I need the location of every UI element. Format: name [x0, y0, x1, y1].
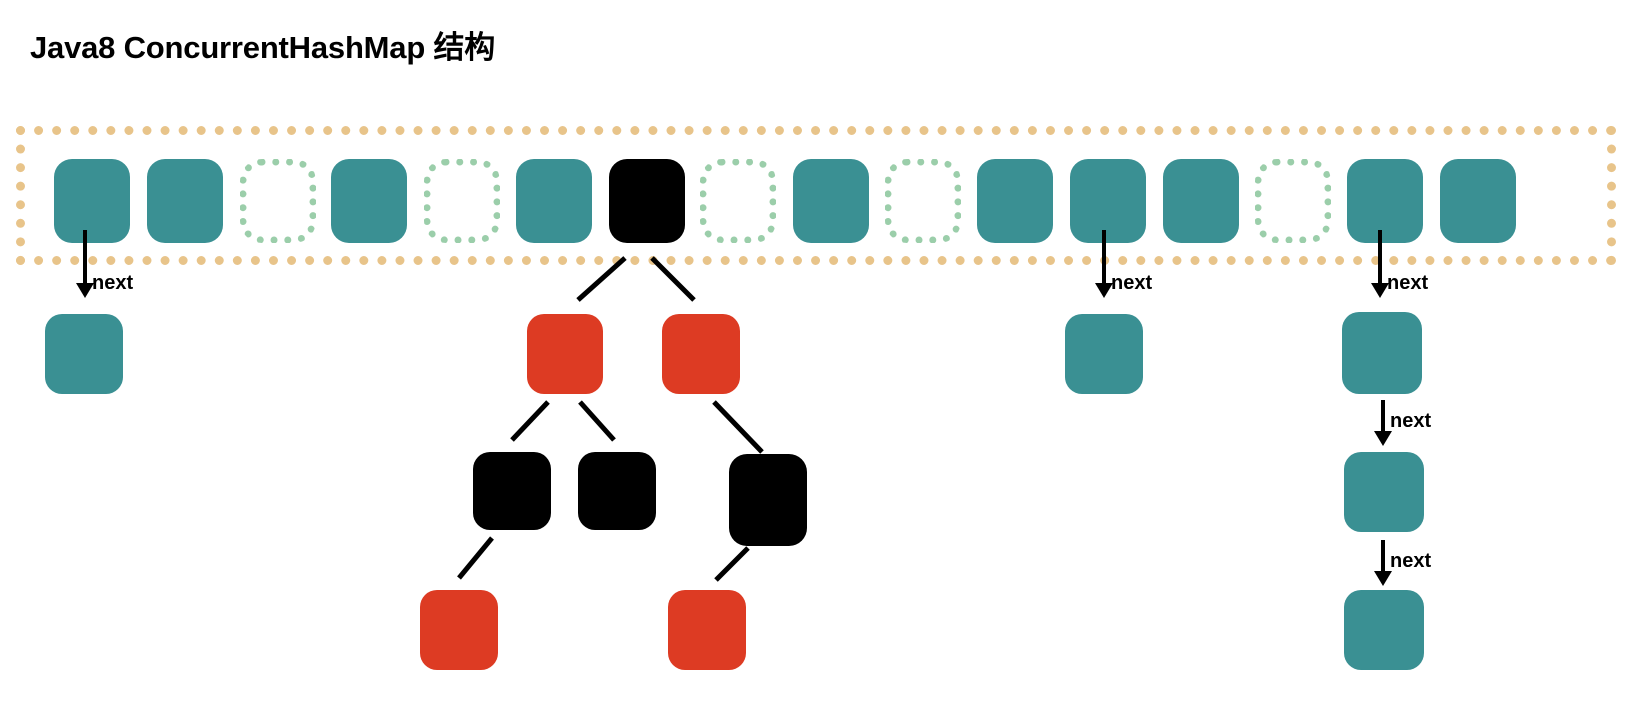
chain-node-slot-14-3[interactable]	[1344, 590, 1424, 670]
chain-node-slot-0-1[interactable]	[45, 314, 123, 394]
array-slot-7[interactable]	[700, 159, 776, 243]
array-slot-14[interactable]	[1347, 159, 1423, 243]
tree-edge-n1-n3	[510, 400, 550, 442]
array-slot-11[interactable]	[1070, 159, 1146, 243]
tree-edge-n5-n7	[714, 546, 750, 582]
hash-table-array	[16, 126, 1616, 265]
arrow-shaft	[1378, 230, 1382, 284]
next-label: next	[92, 272, 134, 294]
array-slot-15[interactable]	[1440, 159, 1516, 243]
arrow-head-icon	[1095, 283, 1113, 298]
array-slot-13[interactable]	[1255, 159, 1331, 243]
chain-node-slot-14-2[interactable]	[1344, 452, 1424, 532]
arrow-head-icon	[1371, 283, 1389, 298]
arrow-head-icon	[76, 283, 94, 298]
chain-node-slot-11-1[interactable]	[1065, 314, 1143, 394]
array-slot-12[interactable]	[1163, 159, 1239, 243]
tree-node-black-1[interactable]	[473, 452, 551, 530]
next-label: next	[1111, 272, 1153, 294]
array-slot-1[interactable]	[147, 159, 223, 243]
tree-edge-n3-n6	[457, 536, 494, 580]
tree-node-red-1[interactable]	[527, 314, 603, 394]
chain-node-slot-14-1[interactable]	[1342, 312, 1422, 394]
next-label: next	[1390, 550, 1432, 572]
tree-node-red-3[interactable]	[420, 590, 498, 670]
next-label: next	[1390, 410, 1432, 432]
arrow-shaft	[1102, 230, 1106, 284]
tree-edge-n2-n5	[712, 400, 764, 454]
array-slot-3[interactable]	[331, 159, 407, 243]
arrow-head-icon	[1374, 431, 1392, 446]
tree-node-black-3[interactable]	[729, 454, 807, 546]
tree-node-red-2[interactable]	[662, 314, 740, 394]
array-slot-8[interactable]	[793, 159, 869, 243]
tree-edge-n1-n4	[578, 400, 616, 442]
array-slot-4[interactable]	[424, 159, 500, 243]
array-slot-6[interactable]	[609, 159, 685, 243]
array-slot-2[interactable]	[240, 159, 316, 243]
arrow-shaft	[1381, 400, 1385, 432]
arrow-shaft	[1381, 540, 1385, 572]
next-label: next	[1387, 272, 1429, 294]
array-slot-9[interactable]	[885, 159, 961, 243]
array-slot-0[interactable]	[54, 159, 130, 243]
tree-node-red-4[interactable]	[668, 590, 746, 670]
arrow-head-icon	[1374, 571, 1392, 586]
tree-node-black-2[interactable]	[578, 452, 656, 530]
page-title: Java8 ConcurrentHashMap 结构	[30, 30, 496, 65]
array-slot-5[interactable]	[516, 159, 592, 243]
array-slot-10[interactable]	[977, 159, 1053, 243]
arrow-shaft	[83, 230, 87, 284]
